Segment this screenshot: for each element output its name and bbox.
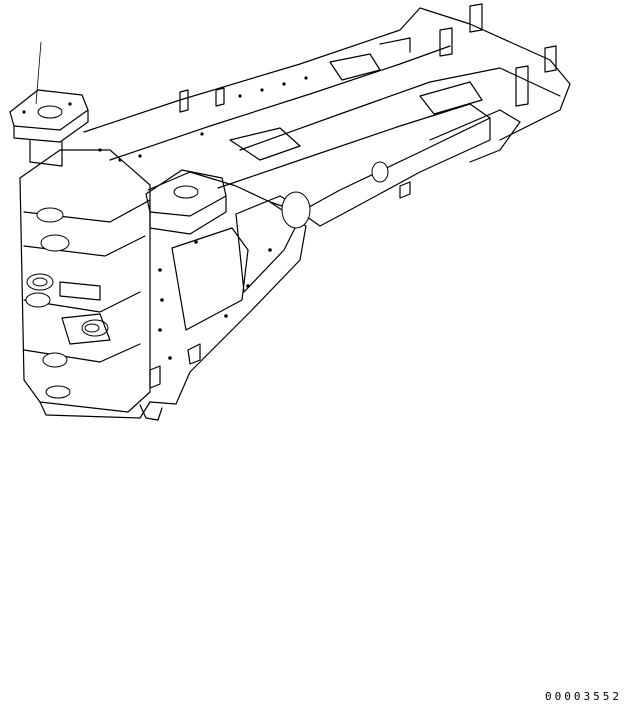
- side-plate: [139, 171, 307, 421]
- rear-uprights: [179, 3, 557, 113]
- top-mount-plate: [9, 89, 89, 167]
- front-frame-tower: [19, 149, 151, 419]
- drawing-number: 00003552: [545, 690, 622, 703]
- bearing-rings: [26, 273, 100, 333]
- diagonal-beam: [217, 103, 491, 229]
- callout-leader-line: [35, 41, 42, 105]
- center-bracket: [145, 169, 227, 235]
- rear-frame-rails: [83, 7, 571, 163]
